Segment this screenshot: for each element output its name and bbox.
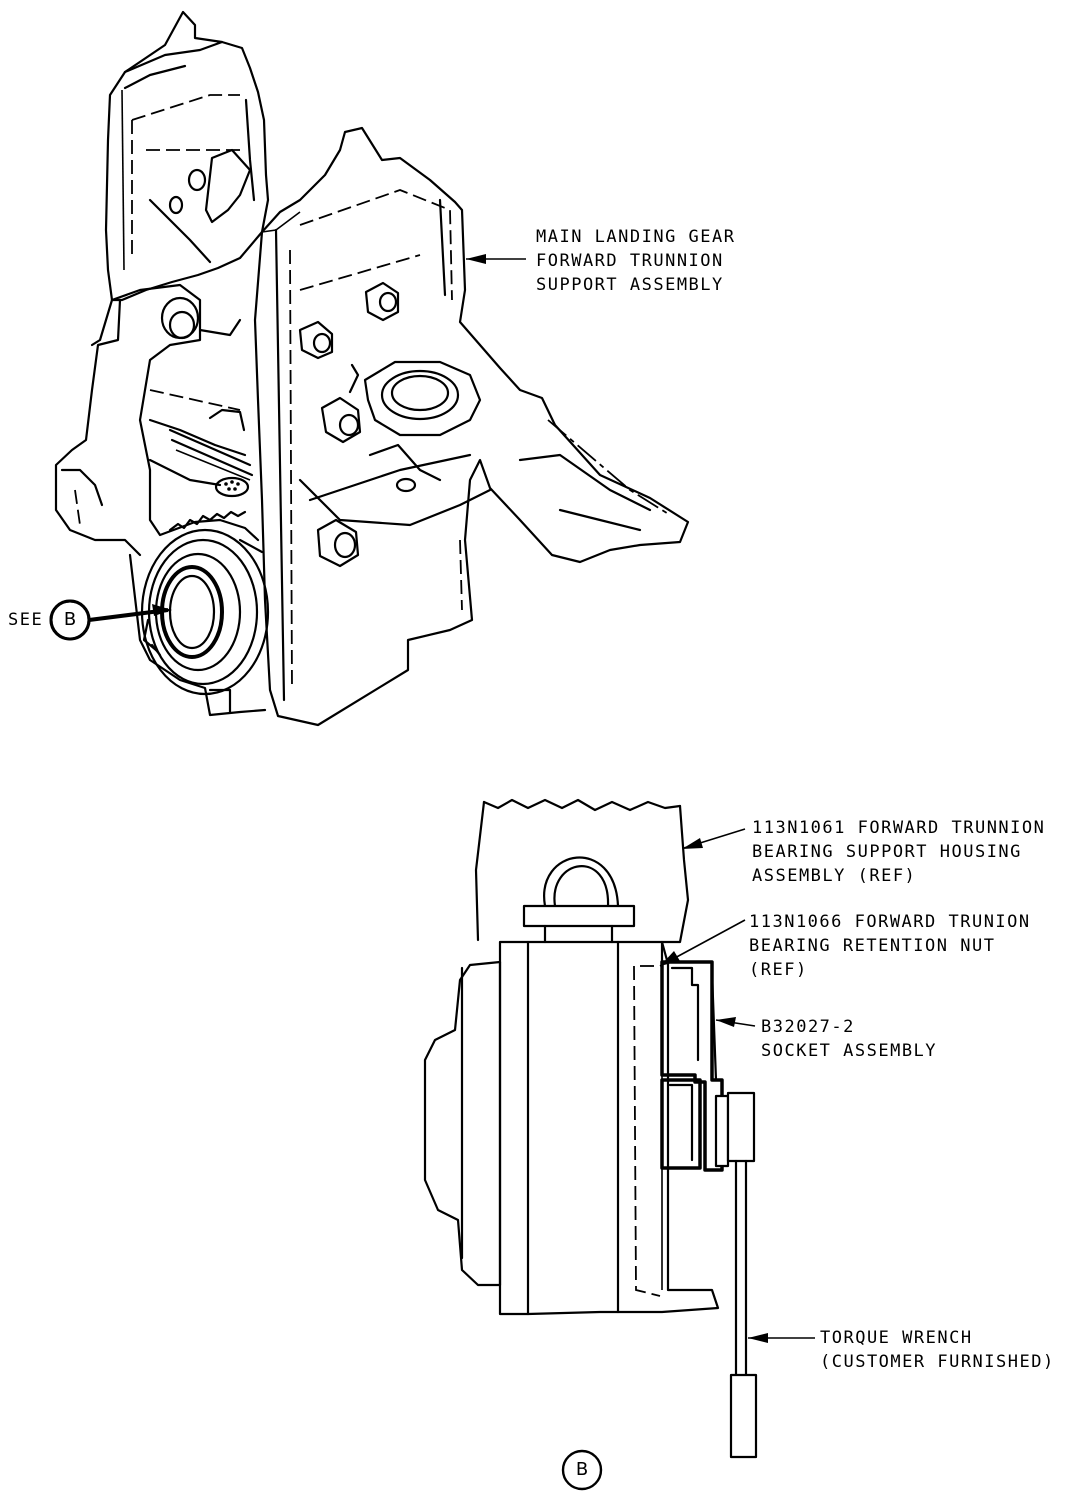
trunnion-support-assembly-view: [54, 10, 690, 727]
detail-b-view: [423, 798, 758, 1459]
label-torque-wrench-line1: TORQUE WRENCH: [820, 1328, 973, 1348]
leader-retention-nut: [659, 919, 746, 967]
label-torque-wrench: TORQUE WRENCH (CUSTOMER FURNISHED): [820, 1326, 1055, 1374]
label-torque-wrench-line2: (CUSTOMER FURNISHED): [820, 1352, 1055, 1372]
label-socket-line1: B32027-2: [761, 1017, 855, 1037]
label-trunnion-support-line1: MAIN LANDING GEAR: [536, 227, 736, 247]
see-prefix: SEE: [8, 610, 44, 630]
label-socket: B32027-2 SOCKET ASSEMBLY: [761, 1015, 937, 1063]
leader-housing: [682, 828, 746, 849]
label-retention-nut: 113N1066 FORWARD TRUNION BEARING RETENTI…: [749, 910, 1031, 982]
see-b-circle: [49, 599, 91, 641]
label-housing-line3: ASSEMBLY (REF): [752, 866, 917, 886]
detail-id-letter: B: [575, 1459, 589, 1480]
label-housing-line1: 113N1061 FORWARD TRUNNION: [752, 818, 1046, 838]
label-retention-nut-line1: 113N1066 FORWARD TRUNION: [749, 912, 1031, 932]
leader-torque-wrench: [748, 1333, 815, 1343]
leader-main-landing-gear: [466, 254, 526, 264]
label-retention-nut-line2: BEARING RETENTION NUT: [749, 936, 996, 956]
label-trunnion-support-line3: SUPPORT ASSEMBLY: [536, 275, 724, 295]
label-trunnion-support-line2: FORWARD TRUNNION: [536, 251, 724, 271]
label-socket-line2: SOCKET ASSEMBLY: [761, 1041, 938, 1061]
label-housing: 113N1061 FORWARD TRUNNION BEARING SUPPOR…: [752, 816, 1045, 888]
leader-socket: [715, 1017, 756, 1027]
detail-b-identifier: [561, 1449, 603, 1491]
label-trunnion-support: MAIN LANDING GEAR FORWARD TRUNNION SUPPO…: [536, 225, 736, 297]
label-housing-line2: BEARING SUPPORT HOUSING: [752, 842, 1022, 862]
label-retention-nut-line3: (REF): [749, 960, 808, 980]
see-ref-letter: B: [63, 609, 77, 630]
